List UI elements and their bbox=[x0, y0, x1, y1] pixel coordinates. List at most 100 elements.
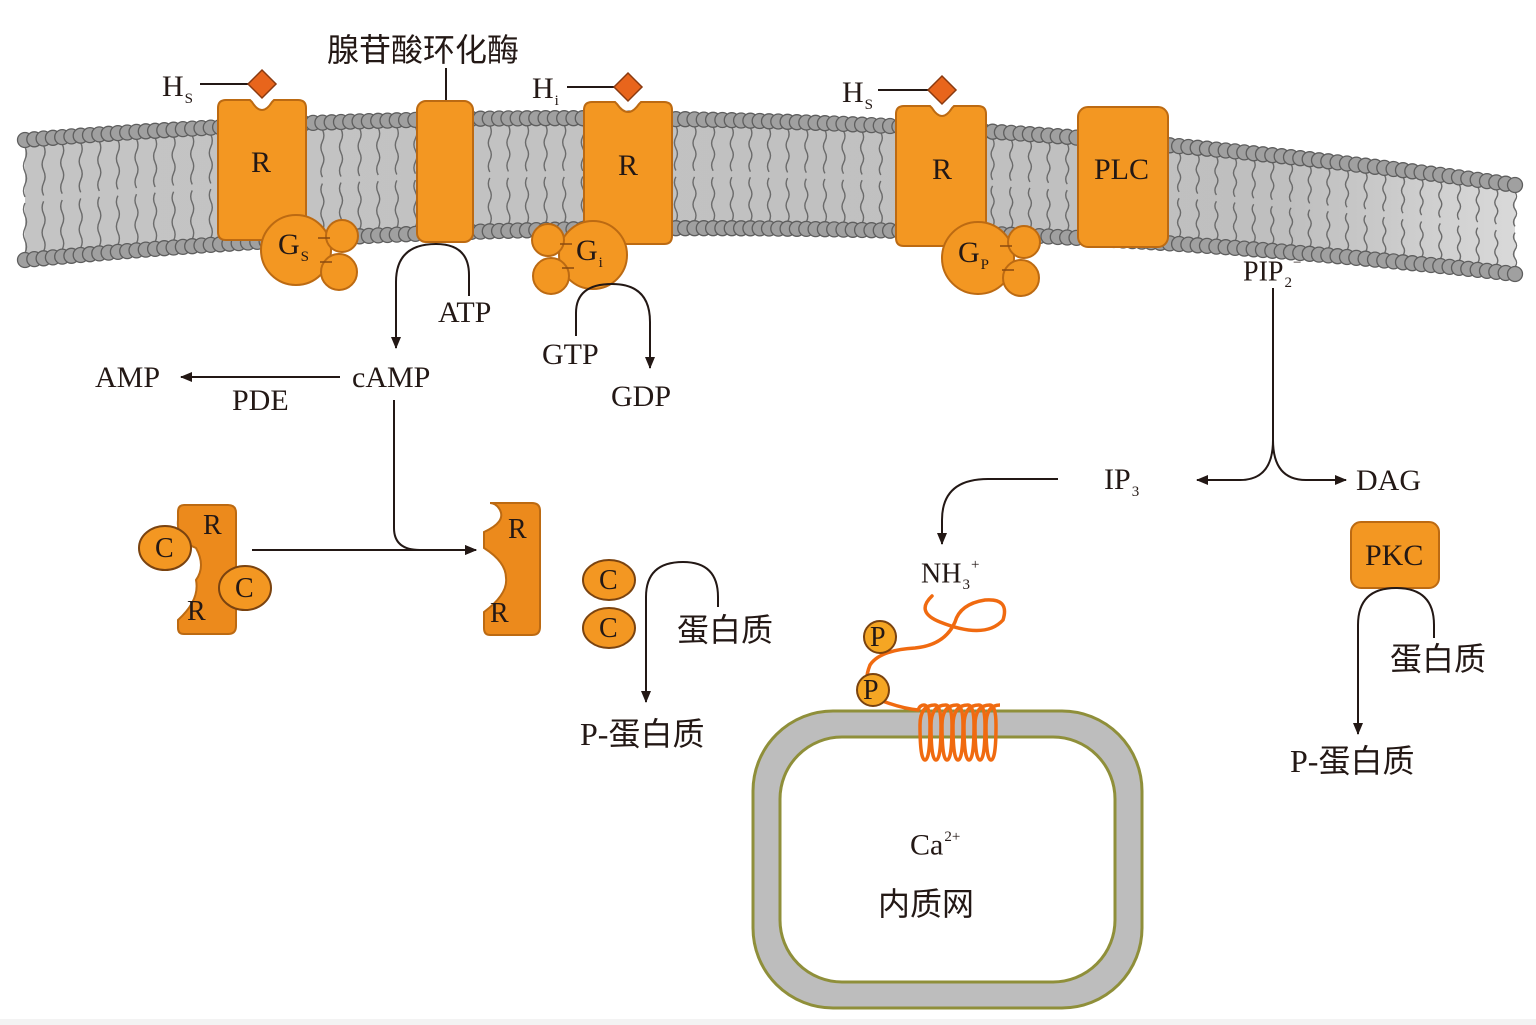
plc-label: PLC bbox=[1094, 153, 1150, 186]
lipid-tail bbox=[1475, 227, 1480, 264]
lipid-tail bbox=[357, 128, 362, 177]
lipid-tail bbox=[1494, 229, 1499, 266]
lipid-tail bbox=[1065, 189, 1070, 231]
lipid-tail bbox=[171, 191, 176, 241]
adenylate-cyclase-label: 腺苷酸环化酶 bbox=[327, 32, 520, 68]
g-protein-gs bbox=[260, 214, 359, 291]
lipid-tail bbox=[1326, 167, 1331, 206]
pka-catalytic-c1 bbox=[138, 525, 192, 571]
atp-label: ATP bbox=[438, 296, 492, 329]
lipid-tail bbox=[524, 176, 530, 224]
adenylate-cyclase bbox=[416, 68, 474, 243]
ip3-label: IP3 bbox=[1104, 463, 1140, 500]
pka-catalytic-c2 bbox=[218, 565, 272, 611]
lipid-tail bbox=[1009, 186, 1014, 229]
lipid-tail bbox=[1065, 143, 1070, 185]
lipid-tail bbox=[524, 124, 530, 172]
lipid-tail bbox=[60, 143, 65, 195]
lipid-tail bbox=[1363, 214, 1368, 253]
lipid-tail bbox=[710, 176, 716, 222]
lipid-tail bbox=[729, 126, 734, 172]
lipid-tail bbox=[878, 180, 883, 224]
lipid-head bbox=[1506, 176, 1524, 194]
lipid-tail bbox=[766, 127, 772, 173]
hormone-hs-2-label: HS bbox=[842, 76, 874, 113]
phosphate-site-1 bbox=[863, 620, 897, 654]
ip3-receptor-channel bbox=[856, 594, 1007, 762]
reg-r1-label: R bbox=[508, 514, 527, 545]
lipid-tail bbox=[97, 141, 102, 192]
pka-r1-label: R bbox=[203, 510, 222, 541]
lipid-tail bbox=[1382, 174, 1387, 212]
lipid-tail bbox=[1027, 187, 1033, 230]
arrow-protein-phosphorylation-pkc bbox=[1353, 586, 1435, 735]
transmembrane-helices bbox=[916, 703, 1001, 762]
lipid-tail bbox=[190, 190, 195, 240]
lipid-tail bbox=[785, 177, 790, 223]
lipid-tail bbox=[1232, 158, 1238, 198]
lipid-tail bbox=[748, 176, 753, 222]
lipid-tail bbox=[1400, 218, 1406, 256]
gdp-label: GDP bbox=[611, 380, 672, 413]
lipid-tail bbox=[376, 180, 381, 229]
lipid-tail bbox=[41, 200, 46, 252]
g-protein-gp-label: GP bbox=[958, 236, 990, 273]
lipid-tail bbox=[171, 136, 176, 186]
lipid-tail bbox=[376, 127, 381, 176]
lipid-tail bbox=[785, 128, 790, 173]
receptor-body bbox=[217, 99, 307, 241]
pka-inactive-complex bbox=[138, 504, 272, 635]
lipid-tail bbox=[543, 124, 548, 172]
arrow-ip3-to-er bbox=[937, 478, 1058, 545]
arrow-protein-phosphorylation-pka bbox=[641, 560, 719, 703]
hormone-ligand bbox=[246, 68, 278, 100]
lipid-tail bbox=[134, 138, 139, 189]
receptor-hs-2 bbox=[878, 74, 1041, 297]
lipid-tail bbox=[878, 132, 883, 176]
pka-regulatory-free bbox=[483, 502, 541, 636]
cyclase-body bbox=[416, 100, 474, 243]
er-label: 内质网 bbox=[878, 886, 975, 922]
lipid-tail bbox=[78, 198, 83, 249]
lipid-tail bbox=[692, 126, 697, 172]
lipid-tail bbox=[1400, 176, 1406, 214]
lipid-tail bbox=[97, 196, 102, 247]
lipid-tail bbox=[1214, 156, 1219, 196]
arrow-gtp-to-gdp bbox=[575, 282, 655, 369]
lipid-tail bbox=[152, 192, 158, 243]
lipid-tail bbox=[60, 199, 65, 250]
lipid-tail bbox=[1456, 225, 1462, 262]
dag-label: DAG bbox=[1356, 464, 1421, 497]
lipid-tail bbox=[506, 125, 511, 172]
lipid-tail bbox=[22, 202, 28, 254]
lipid-tail bbox=[41, 145, 46, 196]
lipid-tail bbox=[562, 124, 567, 172]
lipid-tail bbox=[990, 185, 995, 228]
pip2-label: PIP2− bbox=[1243, 255, 1302, 292]
pka-c2-label: C bbox=[235, 573, 254, 604]
pkc-substrate-protein-label: 蛋白质 bbox=[1390, 641, 1487, 677]
lipid-tail bbox=[1195, 199, 1200, 239]
lipid-tail bbox=[115, 139, 121, 190]
lipid-tail bbox=[1288, 163, 1294, 203]
er-lumen bbox=[778, 735, 1117, 984]
lipid-tail bbox=[1176, 197, 1182, 238]
lipid-tail bbox=[338, 128, 344, 177]
amp-label: AMP bbox=[95, 361, 161, 394]
lipid-tail bbox=[1232, 202, 1238, 242]
lipid-tail bbox=[673, 176, 679, 222]
calcium-label: Ca2+ bbox=[910, 828, 961, 862]
phosphate-label-2: P bbox=[863, 675, 879, 706]
lipid-tail bbox=[320, 129, 325, 178]
lipid-tail bbox=[859, 179, 865, 224]
cat-c2-label: C bbox=[599, 613, 618, 644]
g-protein-gs-label: GS bbox=[278, 228, 310, 265]
lipid-tail bbox=[78, 142, 83, 193]
lipid-tail bbox=[506, 177, 511, 225]
lipid-tail bbox=[1176, 152, 1182, 193]
lipid-tail bbox=[859, 131, 865, 175]
lipid-tail bbox=[1046, 142, 1051, 184]
pka-c1-label: C bbox=[155, 533, 174, 564]
lipid-tail bbox=[766, 177, 772, 222]
